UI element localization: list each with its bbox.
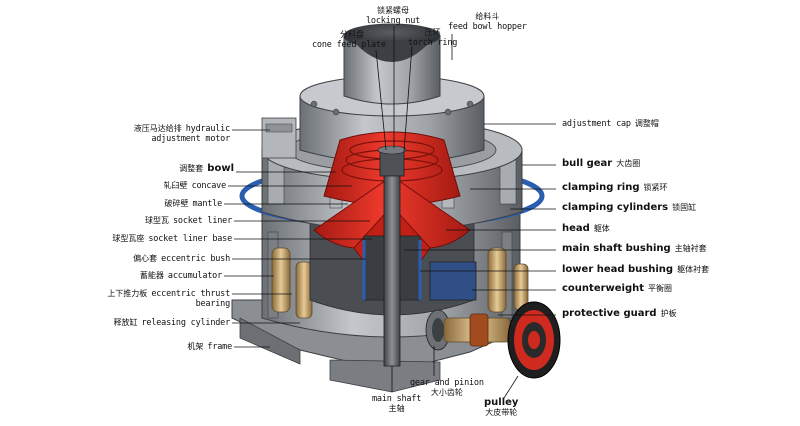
label-releasing-cylinder-en: releasing cylinder [141, 318, 230, 328]
label-adjustment-cap-en: adjustment cap [562, 119, 631, 129]
label-socket-liner-base-zh: 球型瓦座 [112, 234, 145, 243]
label-pulley: pulley 大皮带轮 [484, 398, 518, 418]
label-mantle-zh: 破碎壁 [164, 199, 189, 208]
label-socket-liner-en: socket liner [172, 216, 232, 226]
label-main-shaft: main shaft 主轴 [372, 394, 421, 414]
label-socket-liner-base-en: socket liner base [148, 234, 232, 244]
label-main-shaft-bushing-en: main shaft bushing [562, 243, 671, 254]
label-mantle-en: mantle [192, 199, 222, 209]
gear-pinion [425, 309, 451, 351]
label-concave-en: concave [191, 181, 227, 191]
label-cone-feed-plate-en: cone feed plate [312, 40, 386, 50]
label-locking-nut-zh: 锁紧螺母 [377, 6, 410, 15]
label-feed-bowl-hopper-zh: 给料斗 [475, 12, 500, 21]
locking-nut [379, 149, 405, 177]
label-accumulator-en: accumulator [167, 271, 222, 281]
label-bowl-en: bowl [207, 163, 234, 174]
label-frame-en: frame [207, 342, 232, 352]
label-torch-ring-en: torch ring [408, 38, 458, 48]
label-locking-nut-en: locking nut [366, 16, 421, 26]
label-releasing-cylinder-zh: 释放缸 [113, 318, 138, 327]
pulley [507, 301, 561, 379]
label-counterweight-zh: 平衡圈 [648, 284, 673, 293]
label-protective-guard-zh: 护板 [660, 309, 677, 318]
label-hydraulic-motor-en1: hydraulic [185, 124, 230, 134]
label-clamping-ring-zh: 锁紧环 [643, 183, 668, 192]
label-bull-gear-en: bull gear [562, 158, 613, 169]
label-cone-feed-plate-en-wrap: cone feed plate [312, 40, 386, 50]
label-cone-feed-plate-zh: 分料盘 [340, 30, 364, 39]
label-feed-bowl-hopper-en: feed bowl hopper [448, 22, 527, 32]
label-protective-guard-en: protective guard [562, 308, 657, 319]
crusher-illustration [231, 23, 561, 393]
label-main-shaft-bushing-zh: 主轴衬套 [674, 244, 707, 253]
leader-lines [224, 26, 556, 399]
counterweight [429, 261, 477, 301]
label-head-en: head [562, 223, 590, 234]
releasing-cylinder-right [487, 247, 507, 313]
accumulator-cylinder [271, 247, 291, 313]
label-gear-pinion: gear and pinion 大小齿轮 [410, 378, 484, 398]
label-eccentric-bush-en: eccentric bush [161, 254, 230, 264]
main-shaft-body [383, 175, 401, 367]
label-pulley-en: pulley [484, 397, 519, 408]
frame-foot-center [329, 359, 441, 393]
label-cone-feed-plate: 分料盘 [340, 30, 364, 40]
label-clamping-cylinders-en: clamping cylinders [562, 202, 669, 213]
cone-feed-plate [377, 145, 407, 155]
label-torch-ring-zh: 压环 [424, 28, 441, 37]
label-hydraulic-motor-zh: 液压马达给排 [133, 124, 182, 133]
label-lower-head-bushing-en: lower head bushing [562, 264, 674, 275]
label-feed-bowl-hopper: 给料斗 feed bowl hopper [448, 12, 527, 32]
label-locking-nut: 锁紧螺母 locking nut [366, 6, 420, 26]
label-concave-zh: 轧臼壁 [163, 181, 188, 190]
label-main-shaft-zh: 主轴 [388, 404, 405, 413]
cap-bolts [310, 100, 474, 116]
label-clamping-cylinders-zh: 锁固缸 [672, 203, 697, 212]
label-bull-gear-zh: 大齿圈 [616, 159, 641, 168]
label-adjustment-cap-zh: 调整帽 [634, 119, 659, 128]
frame-foot-left [239, 317, 301, 365]
label-accumulator-zh: 蓄能器 [139, 271, 164, 280]
label-head-zh: 躯体 [593, 224, 610, 233]
label-counterweight-en: counterweight [562, 283, 645, 294]
label-frame-zh: 机架 [187, 342, 204, 351]
label-eccentric-bush-zh: 偏心套 [133, 254, 158, 263]
label-pulley-zh: 大皮带轮 [485, 408, 518, 417]
label-eccentric-thrust-bearing-en2: bearing [195, 299, 231, 309]
label-lower-head-bushing-zh: 躯体衬套 [677, 265, 710, 274]
label-gear-pinion-zh: 大小齿轮 [430, 388, 463, 397]
label-main-shaft-en: main shaft [372, 394, 422, 404]
label-torch-ring: 压环 torch ring [408, 28, 457, 48]
label-bowl-zh: 调整套 [179, 164, 204, 173]
label-clamping-ring-en: clamping ring [562, 182, 640, 193]
label-eccentric-thrust-bearing-en1: eccentric thrust [151, 289, 230, 299]
label-gear-pinion-en: gear and pinion [410, 378, 484, 388]
label-socket-liner-zh: 球型瓦 [144, 216, 169, 225]
label-hydraulic-motor-en2: adjustment motor [151, 134, 230, 144]
label-eccentric-thrust-bearing-zh: 上下推力板 [107, 289, 148, 298]
